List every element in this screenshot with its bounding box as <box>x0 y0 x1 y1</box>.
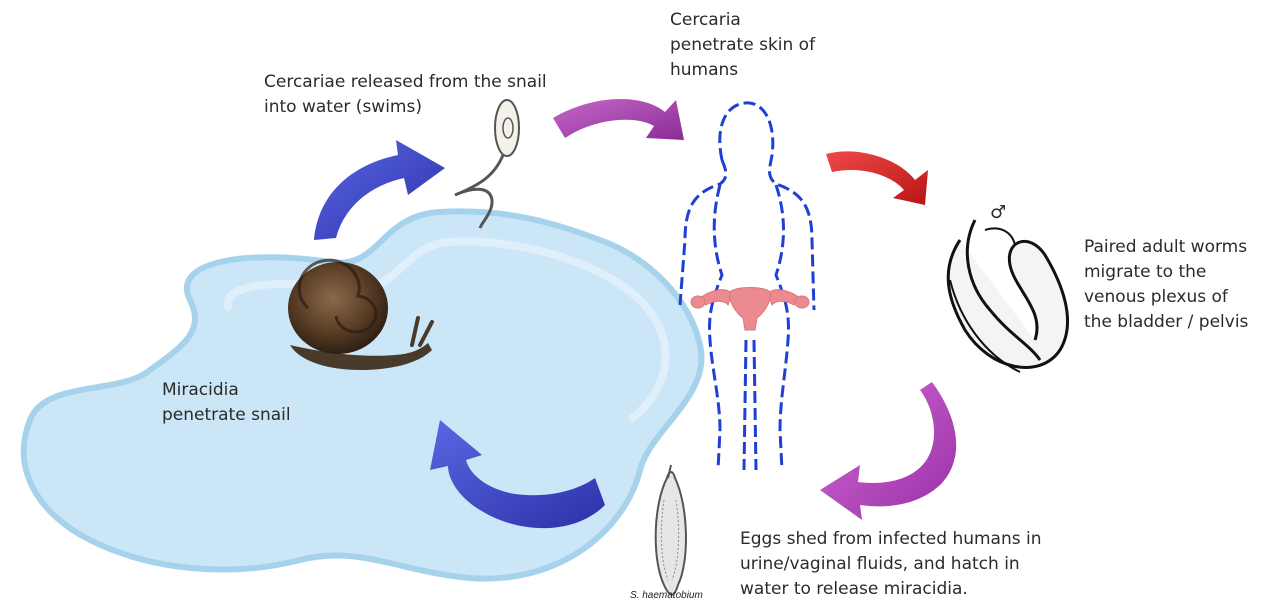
label-paired-worms: Paired adult worms migrate to the venous… <box>1084 235 1248 335</box>
arrow-worms-to-eggs <box>820 382 956 520</box>
human-body-outline <box>680 103 814 470</box>
arrow-human-to-worms <box>826 151 928 205</box>
egg-image <box>656 465 686 595</box>
label-cercaria-penetrate: Cercaria penetrate skin of humans <box>670 8 815 83</box>
label-eggs-shed: Eggs shed from infected humans in urine/… <box>740 527 1042 602</box>
male-symbol: ♂ <box>990 200 1006 225</box>
adult-worms-image <box>948 220 1067 372</box>
egg-caption: S. haematobium <box>630 590 703 601</box>
water-puddle <box>24 211 702 578</box>
arrow-cercariae-to-human <box>553 99 684 140</box>
label-cercariae-released: Cercariae released from the snail into w… <box>264 70 547 120</box>
label-miracidia: Miracidia penetrate snail <box>162 378 291 428</box>
